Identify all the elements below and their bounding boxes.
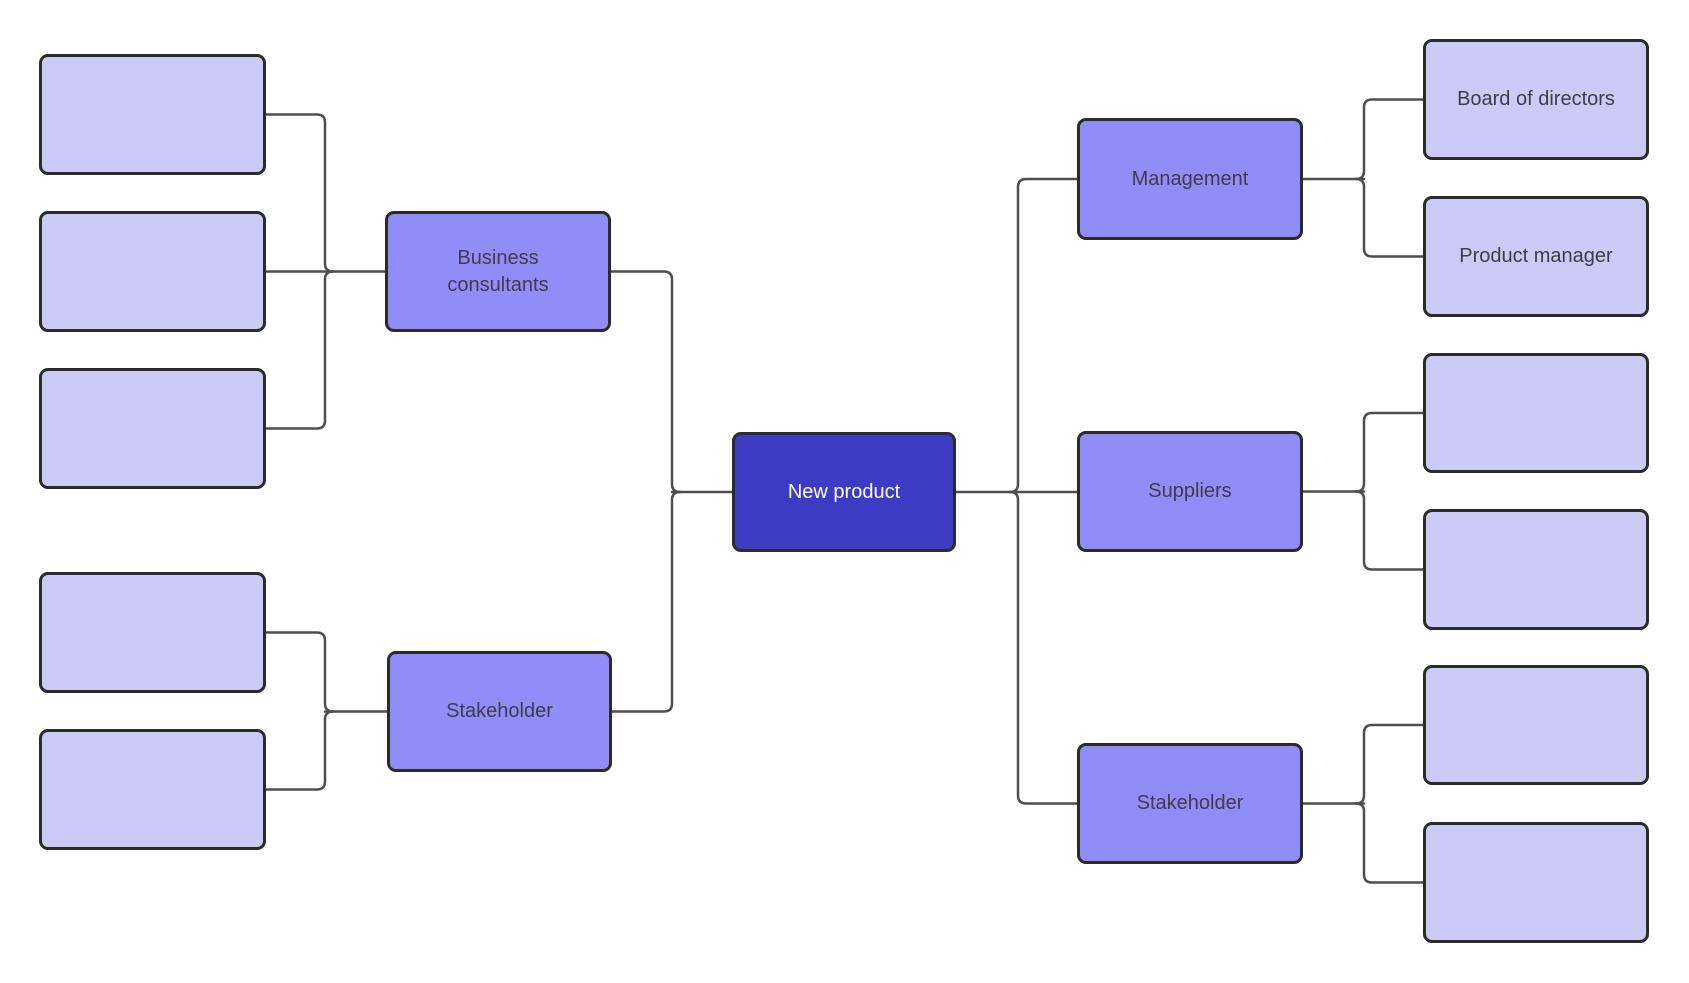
node-label: Stakeholder: [1136, 792, 1244, 815]
node-label: Stakeholder: [446, 700, 553, 723]
connector-mgmt-child-top: [1354, 98, 1425, 181]
node-business-consultants[interactable]: Business consultants: [385, 211, 611, 332]
connector-bc-child-bottom: [264, 270, 335, 430]
connector-shl-child-bottom: [264, 710, 335, 791]
node-stakeholder-right[interactable]: Stakeholder: [1077, 743, 1303, 864]
node-bc-child-1[interactable]: [39, 54, 266, 175]
node-suppliers-child-1[interactable]: [1423, 353, 1649, 473]
node-label: Management: [1131, 167, 1249, 190]
node-label: New product: [787, 480, 901, 503]
connector-sup-child-bottom: [1354, 490, 1425, 571]
connector-right-trunk-top: [1008, 177, 1079, 494]
node-new-product[interactable]: New product: [732, 432, 956, 552]
connector-sup-child-top: [1354, 411, 1425, 493]
node-stakeholder-left[interactable]: Stakeholder: [387, 651, 612, 772]
connector-left-trunk-top: [609, 270, 682, 494]
node-stakeholder-right-child-1[interactable]: [1423, 665, 1649, 785]
node-stakeholder-left-child-2[interactable]: [39, 729, 266, 850]
connector-shr-child-bottom: [1354, 802, 1425, 884]
node-board-of-directors[interactable]: Board of directors: [1423, 39, 1649, 160]
node-bc-child-3[interactable]: [39, 368, 266, 489]
node-label: Product manager: [1459, 245, 1613, 268]
node-stakeholder-left-child-1[interactable]: [39, 572, 266, 693]
node-management[interactable]: Management: [1077, 118, 1303, 240]
connector-right-trunk-bottom: [1008, 490, 1079, 805]
node-stakeholder-right-child-2[interactable]: [1423, 822, 1649, 943]
node-bc-child-2[interactable]: [39, 211, 266, 332]
connector-mgmt-child-bottom: [1354, 177, 1425, 258]
connector-left-trunk-bottom: [610, 490, 682, 713]
node-label: Suppliers: [1148, 480, 1232, 503]
node-suppliers[interactable]: Suppliers: [1077, 431, 1303, 552]
node-product-manager[interactable]: Product manager: [1423, 196, 1649, 317]
connector-shr-child-top: [1354, 723, 1425, 805]
node-label: Board of directors: [1457, 88, 1615, 111]
node-label: Business consultants: [447, 247, 549, 296]
node-suppliers-child-2[interactable]: [1423, 509, 1649, 630]
connector-shl-child-top: [264, 631, 335, 713]
connector-bc-child-top: [264, 113, 335, 273]
